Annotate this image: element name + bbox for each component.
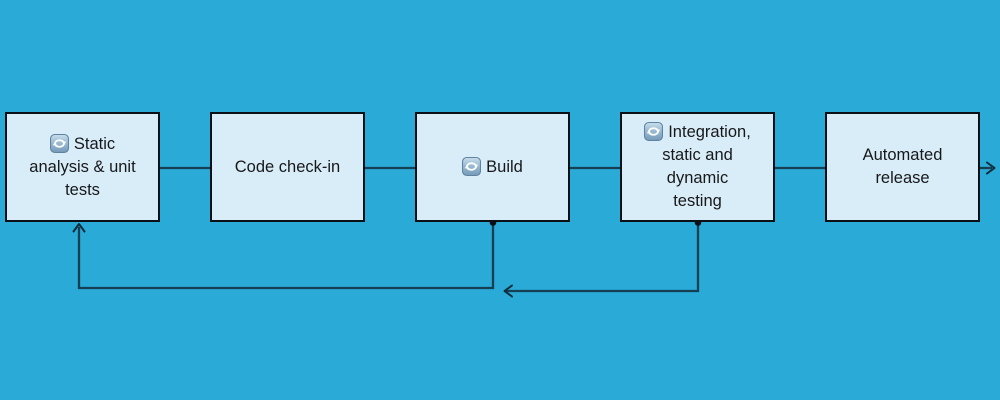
node-label-line: tests: [65, 180, 100, 199]
node-code-check-in: Code check-in: [210, 112, 365, 222]
node-static-analysis-unit-tests: Static analysis & unit tests: [5, 112, 160, 222]
node-label-line: Build: [486, 157, 523, 176]
arrowhead-right-icon: [986, 161, 996, 175]
node-label-line: testing: [673, 192, 722, 210]
node-label-line: analysis & unit: [29, 157, 136, 176]
arrowhead-up-icon: [72, 223, 86, 233]
node-label-line: Code check-in: [234, 157, 341, 176]
node-label-line: release: [875, 169, 930, 187]
feedback-loop-integration: [506, 223, 700, 293]
repeat-icon: [462, 157, 481, 176]
node-integration-static-dynamic-testing: Integration, static and dynamic testing: [620, 112, 775, 222]
repeat-icon: [644, 122, 663, 141]
node-label-line: Automated: [862, 146, 943, 164]
arrowhead-left-icon: [503, 284, 513, 298]
node-label-line: static and: [662, 146, 733, 164]
repeat-icon: [50, 134, 69, 153]
node-build: Build: [415, 112, 570, 222]
feedback-loop-build-to-static: [77, 223, 495, 290]
node-automated-release: Automated release: [825, 112, 980, 222]
node-label-line: dynamic: [666, 169, 729, 187]
node-label-line: Integration,: [668, 123, 751, 141]
node-label-line: Static: [73, 134, 116, 153]
